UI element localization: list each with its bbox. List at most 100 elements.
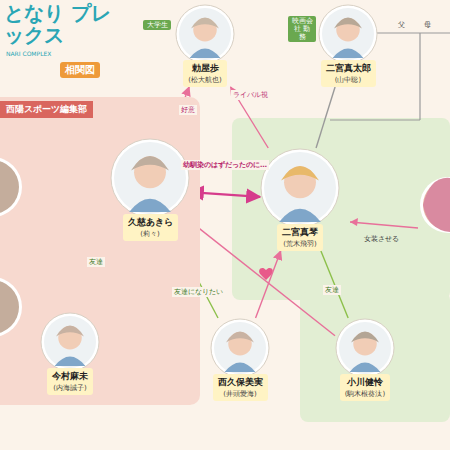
photo-ring bbox=[211, 319, 269, 377]
actor-name: (井頭愛海) bbox=[218, 389, 263, 399]
photo-ring bbox=[336, 319, 394, 377]
portrait-photo bbox=[210, 318, 270, 378]
edge-label: ライバル視 bbox=[231, 90, 270, 100]
shirt bbox=[225, 363, 256, 373]
name-plate: 勅屋歩(松大航也) bbox=[183, 60, 226, 87]
hair bbox=[334, 18, 362, 29]
person-node: 小川健怜(駒木根葵汰) bbox=[335, 318, 395, 401]
edge-label: 幼馴染のはずだったのに… bbox=[181, 160, 269, 170]
person-node: 二宮真琴(荒木飛羽) bbox=[260, 148, 340, 251]
photo-ground bbox=[322, 8, 374, 60]
photo-ring bbox=[176, 5, 234, 63]
photo-ground bbox=[179, 8, 231, 60]
shirt bbox=[55, 357, 86, 367]
group-heading: 西陽スポーツ編集部 bbox=[0, 101, 93, 118]
relation-connector bbox=[321, 251, 348, 318]
relation-connector bbox=[190, 192, 260, 197]
note-label: 相関図 bbox=[60, 62, 100, 78]
green-region bbox=[232, 118, 450, 300]
shirt bbox=[279, 209, 321, 222]
name-plate: 小川健怜(駒木根葵汰) bbox=[340, 374, 390, 401]
title: となり プレックス bbox=[4, 2, 114, 46]
photo-ring bbox=[111, 139, 189, 217]
family-line bbox=[330, 119, 420, 120]
title-block: となり プレックス bbox=[4, 2, 114, 46]
note-label: NARI COMPLEX bbox=[6, 50, 51, 57]
portrait-photo bbox=[318, 4, 378, 64]
photo-ring bbox=[319, 5, 377, 63]
name-plate: 久慈あきら(莉々) bbox=[123, 214, 178, 241]
relation-connector bbox=[316, 87, 335, 148]
name-plate: 二宮真太郎(山中聡) bbox=[321, 60, 376, 87]
relation-connector bbox=[256, 251, 281, 318]
role-badge: 映画会社 勤務 bbox=[288, 16, 316, 42]
person-name: 二宮真琴 bbox=[282, 226, 318, 239]
actor-name: (山中聡) bbox=[326, 75, 371, 85]
person-node: 久慈あきら(莉々) bbox=[110, 138, 190, 241]
edge-label: 友達 bbox=[87, 257, 105, 267]
actor-name: (内海誠子) bbox=[52, 383, 88, 393]
photo-ground bbox=[114, 142, 186, 214]
photo-ground bbox=[214, 322, 266, 374]
name-plate: 西久保美実(井頭愛海) bbox=[213, 374, 268, 401]
family-line bbox=[419, 33, 420, 120]
photo-ground bbox=[44, 316, 96, 368]
actor-name: (松大航也) bbox=[188, 75, 221, 85]
actor-name: (荒木飛羽) bbox=[282, 239, 318, 249]
actor-name: (莉々) bbox=[128, 229, 173, 239]
edge-label: 好意 bbox=[179, 105, 197, 115]
hair bbox=[423, 178, 450, 232]
person-node: 今村麻未(内海誠子) bbox=[40, 312, 100, 395]
person-name: 勅屋歩 bbox=[188, 62, 221, 75]
hair bbox=[226, 332, 254, 343]
hair bbox=[56, 326, 84, 337]
photo-ring bbox=[41, 313, 99, 371]
photo-ring bbox=[0, 277, 22, 337]
note-label: 母 bbox=[424, 20, 431, 30]
role-badge: 大学生 bbox=[143, 20, 171, 30]
person-node: 映画会社 勤務二宮真太郎(山中聡) bbox=[318, 4, 378, 87]
arrow-head bbox=[350, 218, 358, 226]
hair bbox=[191, 18, 219, 29]
family-line bbox=[376, 32, 450, 33]
person-name: 久慈あきら bbox=[128, 216, 173, 229]
hair bbox=[281, 166, 319, 180]
name-plate: 二宮真琴(荒木飛羽) bbox=[277, 224, 323, 251]
portrait-photo bbox=[260, 148, 340, 228]
portrait-photo bbox=[110, 138, 190, 218]
relation-connector bbox=[190, 221, 335, 336]
person-name: 今村麻未 bbox=[52, 370, 88, 383]
portrait-photo bbox=[40, 312, 100, 372]
person-node: 大学生勅屋歩(松大航也) bbox=[175, 4, 235, 87]
portrait bbox=[0, 160, 19, 214]
shirt bbox=[350, 363, 381, 373]
group-band: 西陽スポーツ編集部久慈あきら(莉々) 今村麻未(内海誠子) bbox=[0, 97, 200, 405]
green-region bbox=[300, 292, 450, 422]
photo-ring bbox=[0, 157, 22, 217]
name-plate: 今村麻未(内海誠子) bbox=[47, 368, 93, 395]
photo-ring bbox=[261, 149, 339, 227]
leader-arrow bbox=[350, 222, 418, 228]
person-node: 西久保美実(井頭愛海) bbox=[210, 318, 270, 401]
shirt bbox=[333, 49, 364, 59]
photo-ring bbox=[420, 177, 450, 233]
cropped-portraits bbox=[0, 137, 30, 437]
shirt bbox=[190, 49, 221, 59]
person-name: 二宮真太郎 bbox=[326, 62, 371, 75]
note-label: 父 bbox=[398, 20, 405, 30]
photo-ground bbox=[264, 152, 336, 224]
note-label: 女装させる bbox=[362, 234, 401, 244]
actor-name: (駒木根葵汰) bbox=[345, 389, 385, 399]
portrait bbox=[0, 280, 19, 334]
hair bbox=[131, 156, 169, 170]
portrait-photo bbox=[175, 4, 235, 64]
person-name: 小川健怜 bbox=[345, 376, 385, 389]
shirt bbox=[129, 199, 171, 212]
edge-label: 友達になりたい bbox=[172, 287, 225, 297]
edge-label: 友達 bbox=[323, 285, 341, 295]
hair bbox=[351, 332, 379, 343]
person-name: 西久保美実 bbox=[218, 376, 263, 389]
portrait-photo bbox=[335, 318, 395, 378]
photo-ground bbox=[339, 322, 391, 374]
